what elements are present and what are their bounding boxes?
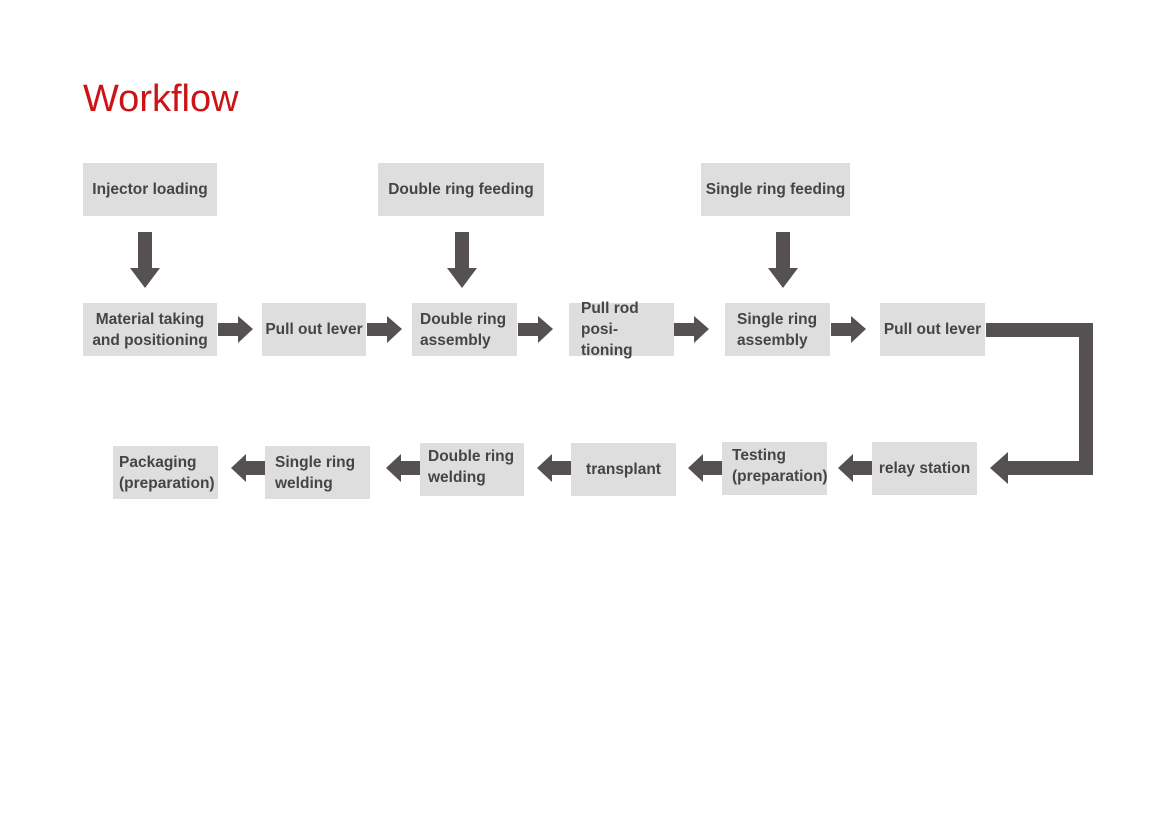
step-box-single-ring-welding: Single ring welding	[265, 446, 370, 499]
arrow-elbow-connector	[986, 323, 1093, 484]
step-box-relay-station: relay station	[872, 442, 977, 495]
feed-box-injector-loading: Injector loading	[83, 163, 217, 216]
arrow-right-3	[518, 316, 553, 343]
step-box-line: Pull out lever	[265, 321, 363, 338]
feed-box-label: Double ring feeding	[388, 181, 534, 198]
arrow-left-4	[386, 454, 420, 482]
step-box-line: (preparation)	[119, 474, 215, 492]
step-box-line: Single ring	[275, 453, 356, 471]
arrow-down-feed-1	[447, 232, 477, 288]
step-box-single-ring-assembly: Single ring assembly	[725, 303, 830, 356]
feed-box-double-ring-feeding: Double ring feeding	[378, 163, 544, 216]
arrow-right-4	[674, 316, 709, 343]
step-box-line: assembly	[737, 331, 808, 349]
arrow-left-3	[537, 454, 571, 482]
step-box-pull-out-lever-2: Pull out lever	[880, 303, 985, 356]
arrow-down-feed-0	[130, 232, 160, 288]
feed-box-label: Single ring feeding	[705, 181, 846, 198]
step-box-pull-rod-positioning: Pull rod posi- tioning	[569, 300, 674, 359]
step-box-transplant: transplant	[571, 443, 676, 496]
step-box-line: and positioning	[92, 331, 208, 349]
step-box-line: Pull out lever	[883, 321, 982, 338]
step-box-material-taking: Material taking and positioning	[83, 303, 217, 356]
step-box-line: Double ring	[420, 310, 507, 328]
step-box-line: Packaging	[119, 453, 197, 471]
step-box-line: relay station	[878, 460, 971, 477]
arrow-left-1	[838, 454, 872, 482]
page-title: Workflow	[83, 78, 239, 120]
step-box-line: welding	[275, 474, 333, 492]
step-box-testing: Testing (preparation)	[722, 442, 828, 495]
feed-box-label: Injector loading	[92, 181, 208, 198]
step-box-line: Pull rod posi-	[581, 300, 639, 338]
arrow-right-1	[218, 316, 253, 343]
arrow-left-5	[231, 454, 265, 482]
step-box-pull-out-lever-1: Pull out lever	[262, 303, 366, 356]
step-box-line: tioning	[581, 342, 633, 359]
arrow-down-feed-2	[768, 232, 798, 288]
step-box-packaging: Packaging (preparation)	[113, 446, 218, 499]
feed-box-single-ring-feeding: Single ring feeding	[701, 163, 850, 216]
step-box-line: transplant	[586, 461, 661, 478]
step-box-line: Single ring	[737, 310, 818, 328]
arrow-right-2	[367, 316, 402, 343]
step-box-line: Testing	[732, 446, 786, 464]
arrow-right-5	[831, 316, 866, 343]
step-box-line: assembly	[420, 331, 491, 349]
step-box-double-ring-assembly: Double ring assembly	[412, 303, 517, 356]
step-box-line: Double ring	[428, 447, 515, 465]
arrow-left-2	[688, 454, 722, 482]
step-box-line: (preparation)	[732, 467, 828, 485]
step-box-line: Material taking	[95, 310, 205, 328]
step-box-line: welding	[428, 468, 486, 486]
step-box-double-ring-welding: Double ring welding	[420, 443, 524, 496]
